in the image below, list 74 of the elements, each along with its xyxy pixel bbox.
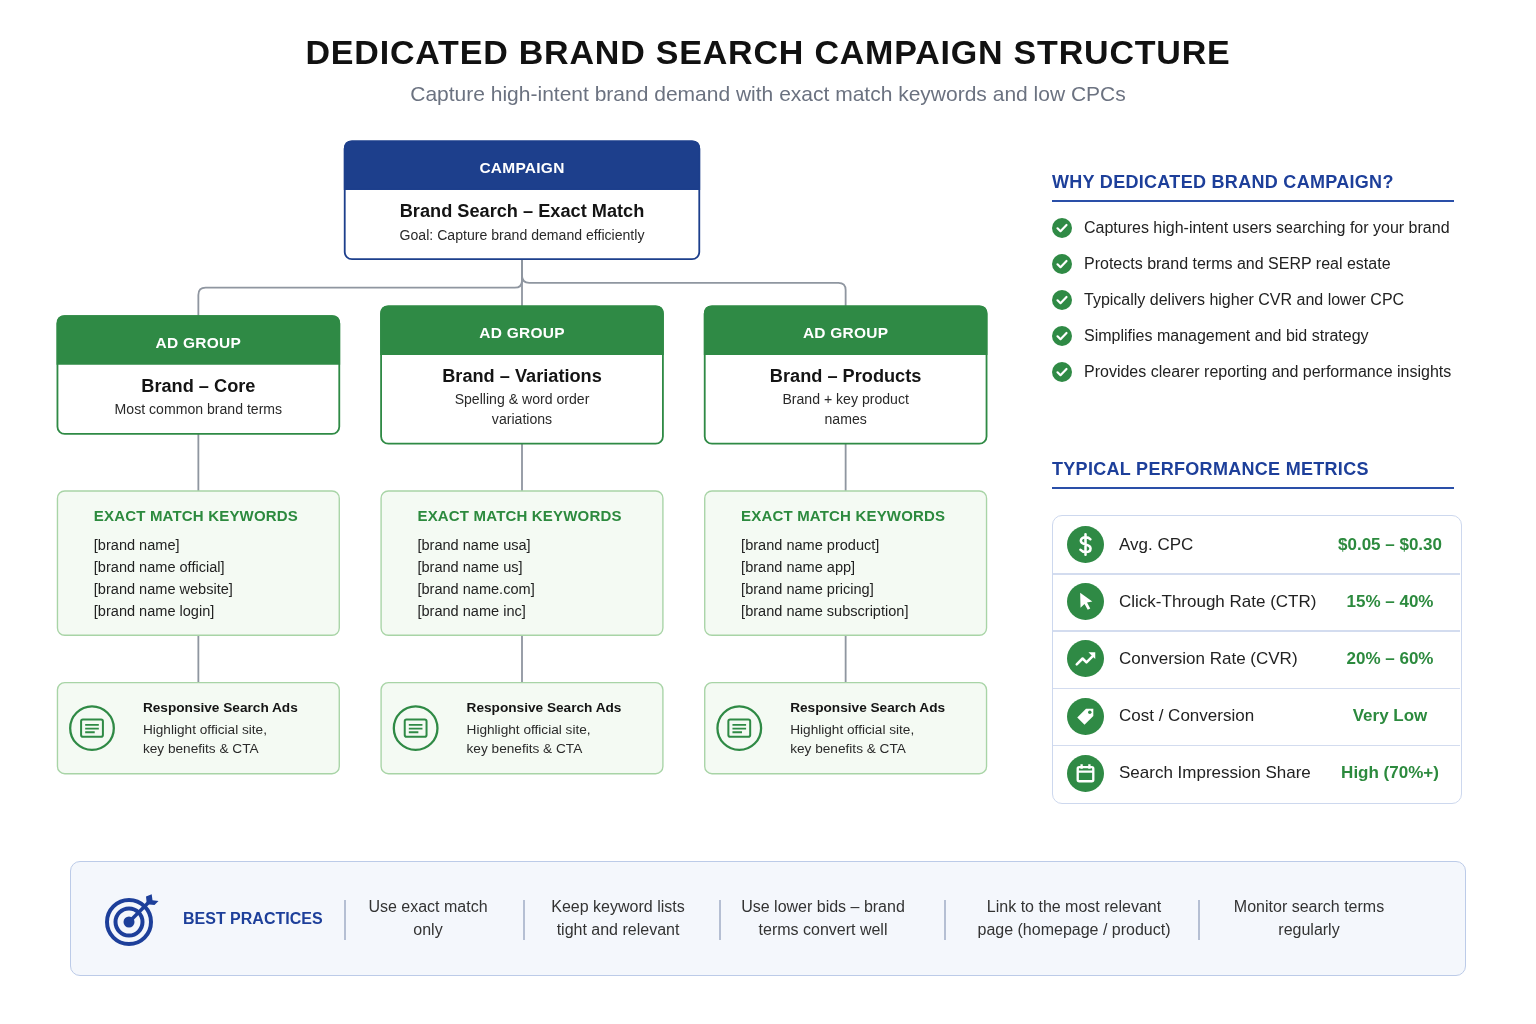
subtitle: Capture high-intent brand demand with exact match keywords and low CPCs bbox=[410, 81, 1126, 107]
ad-description: Highlight official site, key benefits & CTA bbox=[142, 720, 268, 759]
practice-text: Use exact match only bbox=[367, 897, 489, 940]
practice-text: Link to the most relevant page (homepage / product) bbox=[976, 897, 1172, 940]
practice-text: Keep keyword lists tight and relevant bbox=[550, 897, 686, 940]
section-label: EXACT MATCH KEYWORDS bbox=[740, 506, 947, 526]
header-label: AD GROUP bbox=[478, 323, 566, 344]
ad-description: Highlight official site, key benefits & CTA bbox=[466, 720, 592, 759]
header-label: CAMPAIGN bbox=[478, 158, 566, 179]
ad-card bbox=[704, 681, 988, 775]
keyword-text: [brand name.com] bbox=[416, 579, 536, 599]
header-label: AD GROUP bbox=[801, 323, 890, 344]
keyword-text: [brand name app] bbox=[740, 557, 857, 577]
keyword-text: [brand name website] bbox=[92, 579, 234, 599]
section-label: EXACT MATCH KEYWORDS bbox=[416, 506, 623, 526]
bullet-text: Protects brand terms and SERP real estate bbox=[1084, 255, 1391, 273]
practice-text: Monitor search terms regularly bbox=[1232, 897, 1386, 940]
connector-line bbox=[197, 634, 200, 684]
section-heading: WHY DEDICATED BRAND CAMPAIGN? bbox=[1052, 171, 1394, 194]
ad-group-card bbox=[380, 305, 664, 445]
metric-name: Conversion Rate (CVR) bbox=[1119, 649, 1298, 669]
section-heading: BEST PRACTICES bbox=[183, 909, 323, 929]
keyword-text: [brand name official] bbox=[92, 557, 226, 577]
connector-line bbox=[521, 442, 523, 492]
connector-line bbox=[521, 634, 523, 684]
keyword-text: [brand name subscription] bbox=[740, 601, 910, 621]
keyword-text: [brand name] bbox=[92, 536, 181, 555]
ad-title: Responsive Search Ads bbox=[790, 697, 947, 717]
ad-description: Highlight official site, key benefits & CTA bbox=[790, 720, 916, 759]
metric-name: Search Impression Share bbox=[1119, 763, 1311, 784]
ad-group-card bbox=[56, 315, 341, 435]
description-text: Spelling & word order variations bbox=[453, 389, 591, 429]
group-title: Brand – Products bbox=[768, 364, 923, 388]
title: DEDICATED BRAND SEARCH CAMPAIGN STRUCTURE bbox=[305, 32, 1231, 73]
keyword-list-card bbox=[704, 490, 988, 636]
ad-title: Responsive Search Ads bbox=[466, 697, 623, 717]
section-label: EXACT MATCH KEYWORDS bbox=[92, 506, 299, 526]
group-title: Brand – Core bbox=[140, 373, 257, 397]
connector-line bbox=[844, 442, 847, 492]
description-text: Goal: Capture brand demand efficiently bbox=[398, 225, 646, 245]
description-text: Brand + key product names bbox=[781, 389, 910, 429]
keyword-list-card bbox=[380, 490, 664, 636]
description-text: Most common brand terms bbox=[113, 400, 284, 419]
keyword-text: [brand name login] bbox=[92, 601, 216, 621]
metric-value: High (70%+) bbox=[1341, 763, 1439, 784]
keyword-text: [brand name inc] bbox=[416, 601, 527, 621]
metric-name: Avg. CPC bbox=[1119, 534, 1194, 555]
connector-line bbox=[844, 634, 847, 684]
bullet-text: Provides clearer reporting and performance insights bbox=[1084, 363, 1452, 381]
campaign-card bbox=[343, 140, 701, 261]
group-title: Brand – Variations bbox=[441, 364, 603, 388]
metric-value: Very Low bbox=[1352, 706, 1428, 727]
practice-text: Use lower bids – brand terms convert well bbox=[740, 897, 906, 940]
connector-line bbox=[197, 433, 200, 492]
keyword-text: [brand name usa] bbox=[416, 536, 532, 555]
section-heading: TYPICAL PERFORMANCE METRICS bbox=[1052, 458, 1369, 481]
metric-name: Click-Through Rate (CTR) bbox=[1119, 591, 1317, 612]
header-label: AD GROUP bbox=[154, 333, 243, 354]
keyword-text: [brand name product] bbox=[740, 536, 881, 555]
ad-card bbox=[380, 681, 664, 775]
group-title: Brand Search – Exact Match bbox=[398, 199, 646, 223]
bullet-text: Captures high-intent users searching for your brand bbox=[1084, 219, 1450, 237]
metric-value: 20% – 60% bbox=[1346, 649, 1434, 669]
keyword-text: [brand name us] bbox=[416, 557, 524, 577]
ad-card bbox=[56, 681, 340, 775]
bullet-text: Simplifies management and bid strategy bbox=[1084, 327, 1369, 345]
ad-group-card bbox=[703, 305, 988, 445]
metric-name: Cost / Conversion bbox=[1119, 706, 1255, 727]
keyword-list-card bbox=[56, 490, 340, 636]
ad-title: Responsive Search Ads bbox=[142, 697, 299, 717]
metric-value: 15% – 40% bbox=[1346, 591, 1434, 612]
keyword-text: [brand name pricing] bbox=[740, 579, 875, 599]
metric-value: $0.05 – $0.30 bbox=[1338, 534, 1442, 555]
bullet-text: Typically delivers higher CVR and lower CPC bbox=[1084, 291, 1405, 309]
